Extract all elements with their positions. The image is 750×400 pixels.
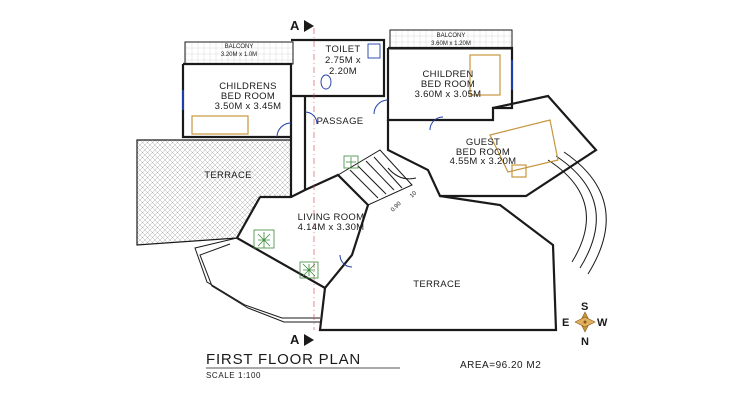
section-marker-bottom: A xyxy=(290,332,300,347)
toilet-label: TOILET xyxy=(326,44,361,55)
guest-label-1: GUEST xyxy=(466,137,500,148)
compass-w: W xyxy=(597,317,608,329)
plants xyxy=(253,155,359,279)
balcony-right-dims: 3.60M x 1.20M xyxy=(431,41,471,47)
section-arrow-top-icon xyxy=(304,20,314,32)
doors xyxy=(182,60,513,268)
terrace-bottom-label: TERRACE xyxy=(413,279,461,290)
compass-rose-icon xyxy=(574,311,596,333)
passage-label: PASSAGE xyxy=(317,116,364,127)
staircase xyxy=(337,149,417,206)
plan-scale: SCALE 1:100 xyxy=(206,371,261,380)
plan-title: FIRST FLOOR PLAN xyxy=(206,351,361,368)
stair-dim-right: 10 xyxy=(409,190,418,199)
balcony-left-label: BALCONY xyxy=(225,44,254,50)
children-right-dims: 3.60M x 3.05M xyxy=(415,89,482,100)
terrace-left-hatch xyxy=(136,139,292,246)
section-arrow-bottom-icon xyxy=(304,334,314,346)
balcony-left-dims: 3.20M x 1.0M xyxy=(221,52,257,58)
toilet-fixtures xyxy=(320,43,381,90)
living-room-label: LIVING ROOM xyxy=(298,212,365,223)
children-left-dims: 3.50M x 3.45M xyxy=(215,101,282,112)
children-left-label-2: BED ROOM xyxy=(221,91,275,102)
bay-left xyxy=(194,237,320,323)
toilet-dims-2: 2.20M xyxy=(329,66,357,77)
section-marker-top: A xyxy=(290,18,300,33)
compass-s: S xyxy=(581,301,588,313)
stair-dim-left: 0.90 xyxy=(390,200,403,213)
children-right-label-1: CHILDREN xyxy=(423,69,474,80)
compass-n: N xyxy=(581,336,589,348)
compass-e: E xyxy=(562,317,569,329)
toilet-dims-1: 2.75M x xyxy=(325,55,361,66)
balcony-right-label: BALCONY xyxy=(437,33,466,39)
children-left-label-1: CHILDRENS xyxy=(219,81,277,92)
guest-dims: 4.55M x 3.20M xyxy=(450,156,517,167)
living-room-dims: 4.14M x 3.30M xyxy=(298,222,365,233)
furniture xyxy=(191,54,559,178)
children-right-label-2: BED ROOM xyxy=(421,79,475,90)
terrace-left-label: TERRACE xyxy=(204,170,252,181)
guest-label-2: BED ROOM xyxy=(456,147,510,158)
plan-area: AREA=96.20 M2 xyxy=(460,360,541,371)
curved-bay xyxy=(547,151,607,275)
